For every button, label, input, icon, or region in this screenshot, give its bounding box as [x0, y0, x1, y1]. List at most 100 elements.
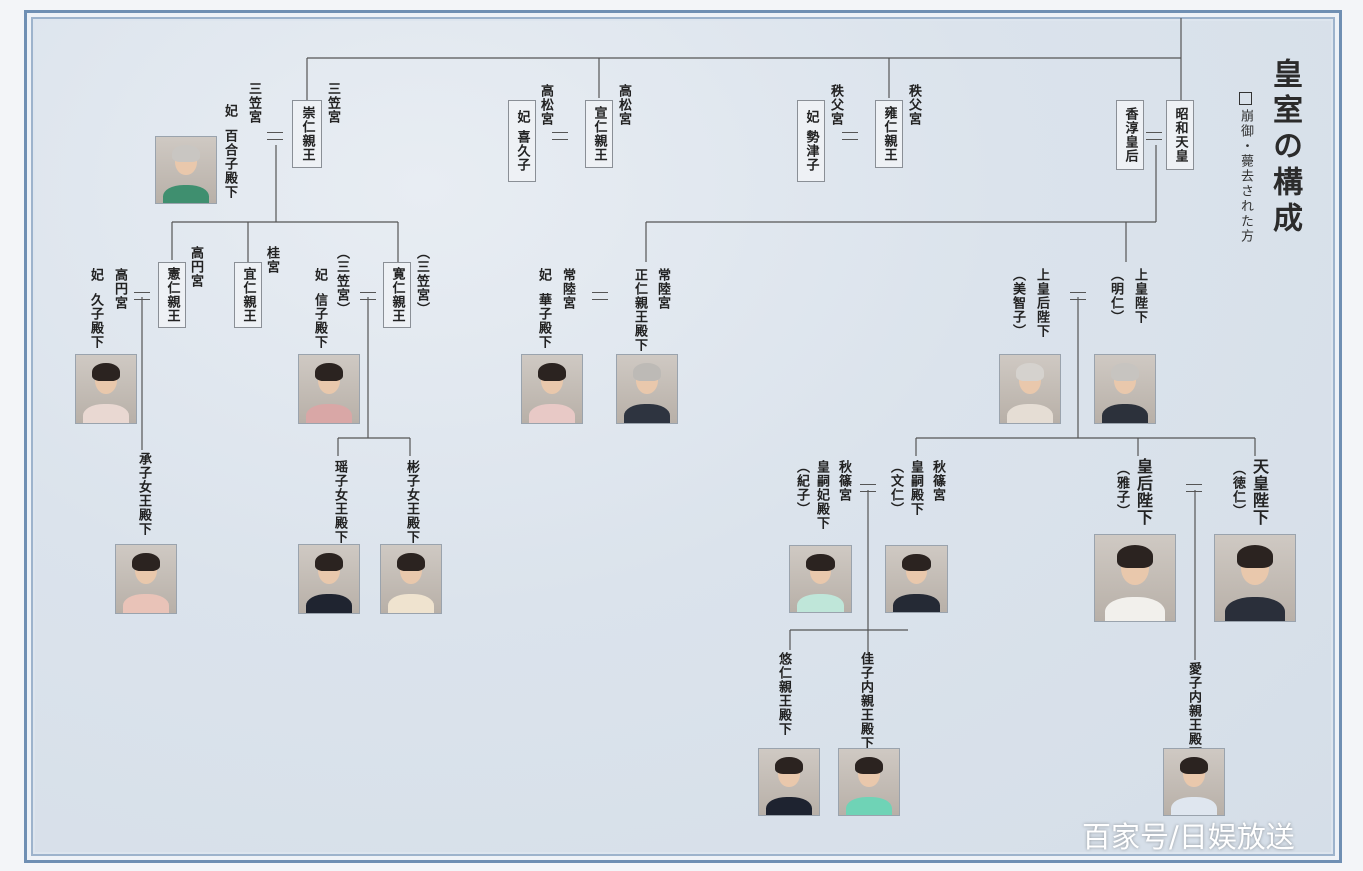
portrait-hair: [92, 363, 120, 381]
portrait-hair: [1236, 545, 1274, 568]
person-name-jokogo: （美智子）: [1010, 268, 1025, 338]
name-label: 信子殿下: [312, 293, 327, 350]
name-label: 百合子殿下: [222, 129, 237, 200]
rank-label: 妃: [803, 110, 819, 125]
portrait-hair: [1111, 363, 1139, 381]
portrait-hair: [855, 756, 883, 775]
person-box-kojun: 香淳皇后: [1116, 100, 1144, 170]
person-name-joko: （明仁）: [1108, 268, 1123, 324]
house-label-akishino: 秋篠宮: [930, 460, 945, 502]
page-title: 皇室の構成: [1267, 58, 1302, 238]
marriage-sign: [1186, 484, 1202, 492]
house-label-tomohito: （三笠宮）: [414, 246, 429, 316]
portrait-tsuguko: [115, 544, 177, 614]
portrait-hisahito: [758, 748, 820, 816]
portrait-hair: [902, 553, 931, 572]
house-label-takamado-consort: 高円宮: [112, 268, 127, 310]
rank-label: 妃: [312, 268, 327, 282]
person-name-akishino: （文仁）: [888, 460, 903, 516]
portrait-hair: [775, 756, 803, 775]
marriage-sign: [552, 132, 568, 140]
house-label-chichibu: 秩父宮: [906, 84, 921, 126]
person-label-akishino: 皇嗣殿下: [908, 460, 923, 516]
house-label-takamado: 高円宮: [188, 246, 203, 288]
portrait-hair: [1116, 545, 1154, 568]
portrait-body: [766, 796, 812, 815]
portrait-body: [893, 593, 940, 612]
portrait-akishino: [885, 545, 948, 613]
portrait-body: [1224, 596, 1286, 621]
portrait-kako: [838, 748, 900, 816]
person-box-showa: 昭和天皇: [1166, 100, 1194, 170]
house-label-mikasa-consort: 三笠宮: [246, 82, 261, 124]
person-box-takamatsu-consort: 妃 喜久子: [508, 100, 536, 182]
portrait-hair: [172, 144, 200, 163]
portrait-body: [306, 593, 352, 613]
portrait-hair: [806, 553, 835, 572]
legend-text: 崩御・薨去された方: [1238, 109, 1253, 244]
portrait-body: [624, 403, 670, 423]
portrait-body: [1102, 403, 1148, 423]
house-label-mikasa: 三笠宮: [325, 82, 340, 124]
portrait-hitachi-consort: [521, 354, 583, 424]
portrait-hair: [397, 553, 425, 571]
person-box-chichibu-consort: 妃 勢津子: [797, 100, 825, 182]
rank-label: 妃: [222, 104, 237, 118]
portrait-body: [83, 403, 129, 423]
portrait-hitachi: [616, 354, 678, 424]
house-label-takamatsu: 高松宮: [616, 84, 631, 126]
portrait-body: [123, 593, 169, 613]
house-label-hitachi-consort: 常陸宮: [560, 268, 575, 310]
portrait-hair: [315, 363, 343, 381]
portrait-body: [163, 184, 209, 203]
house-label-akishino-consort: 秋篠宮: [836, 460, 851, 502]
name-label: 勢津子: [803, 129, 819, 172]
name-label: 喜久子: [514, 129, 530, 172]
marriage-sign: [592, 292, 608, 300]
name-label: 久子殿下: [88, 293, 103, 350]
person-label-akiko: 彬子女王殿下: [404, 460, 419, 544]
person-box-katsura: 宜仁親王: [234, 262, 262, 328]
portrait-kogo: [1094, 534, 1176, 622]
person-label-aiko: 愛子内親王殿下: [1186, 662, 1201, 760]
marriage-sign: [860, 484, 876, 492]
portrait-body: [1171, 796, 1217, 815]
portrait-joko: [1094, 354, 1156, 424]
person-label-akishino-consort: 皇嗣妃殿下: [814, 460, 829, 530]
person-name-akishino-consort: （紀子）: [794, 460, 809, 516]
person-box-takamatsu: 宣仁親王: [585, 100, 613, 168]
person-label-tenno: 天皇陛下: [1250, 458, 1269, 526]
person-label-tsuguko: 承子女王殿下: [136, 452, 151, 536]
portrait-tenno: [1214, 534, 1296, 622]
person-label-tomohito-consort: 妃 信子殿下: [312, 268, 327, 350]
person-label-takamado-consort: 妃 久子殿下: [88, 268, 103, 350]
portrait-body: [797, 593, 844, 612]
portrait-body: [1104, 596, 1166, 621]
person-label-hitachi-consort: 妃 華子殿下: [536, 268, 551, 350]
portrait-hair: [132, 553, 160, 571]
rank-label: 妃: [536, 268, 551, 282]
portrait-hair: [1016, 363, 1044, 381]
marriage-sign: [1070, 292, 1086, 300]
portrait-tomohito-consort: [298, 354, 360, 424]
person-label-joko: 上皇陛下: [1132, 268, 1147, 324]
portrait-akiko: [380, 544, 442, 614]
person-label-hisahito: 悠仁親王殿下: [776, 652, 791, 736]
portrait-akishino-consort: [789, 545, 852, 613]
person-box-chichibu: 雍仁親王: [875, 100, 903, 168]
person-name-kogo: （雅子）: [1114, 462, 1129, 518]
portrait-mikasa-consort: [155, 136, 217, 204]
name-label: 華子殿下: [536, 293, 551, 350]
portrait-takamado-consort: [75, 354, 137, 424]
rank-label: 妃: [88, 268, 103, 282]
deceased-marker-icon: [1238, 92, 1252, 105]
portrait-body: [388, 593, 434, 613]
portrait-hair: [1180, 756, 1208, 775]
portrait-body: [846, 796, 892, 815]
person-box-mikasa: 崇仁親王: [292, 100, 322, 168]
watermark: 百家号/日娱放送: [1082, 820, 1295, 854]
house-label-chichibu-consort: 秩父宮: [828, 84, 843, 126]
person-label-hitachi: 正仁親王殿下: [632, 268, 647, 352]
house-label-takamatsu-consort: 高松宮: [538, 84, 553, 126]
portrait-body: [1007, 403, 1053, 423]
